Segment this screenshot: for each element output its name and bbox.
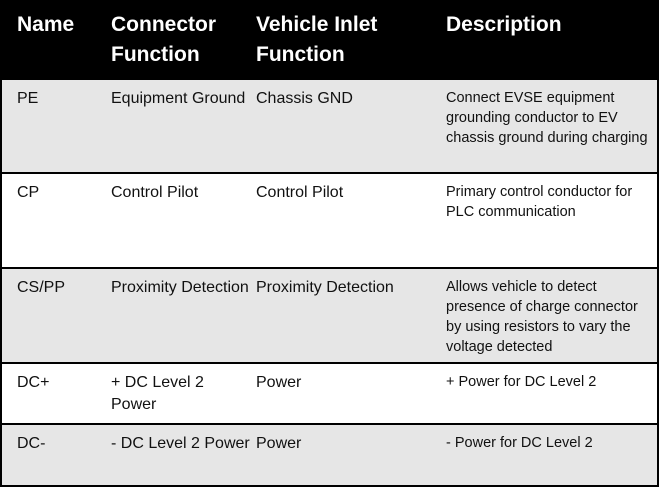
cell-description: Allows vehicle to detect presence of cha… [446, 279, 638, 355]
cell-name: DC+ [17, 374, 50, 391]
cell-name: DC- [17, 435, 46, 452]
cell-name: PE [17, 90, 39, 107]
table-row: CP Control Pilot Control Pilot Primary c… [2, 172, 657, 267]
cell-description: Connect EVSE equipment grounding conduct… [446, 90, 648, 146]
cell-connector-function: - DC Level 2 Power [111, 435, 250, 452]
header-description: Description [446, 13, 562, 36]
cell-vehicle-inlet-function: Power [256, 435, 302, 452]
cell-vehicle-inlet-function: Control Pilot [256, 184, 344, 201]
cell-description: - Power for DC Level 2 [446, 435, 593, 451]
cell-name: CP [17, 184, 40, 201]
cell-description: + Power for DC Level 2 [446, 374, 597, 390]
header-name: Name [17, 13, 75, 36]
cell-vehicle-inlet-function: Chassis GND [256, 90, 353, 107]
cell-connector-function: + DC Level 2 Power [111, 374, 204, 413]
table-header-row: Name Connector Function Vehicle Inlet Fu… [2, 2, 657, 78]
cell-connector-function: Control Pilot [111, 184, 199, 201]
cell-connector-function: Equipment Ground [111, 90, 246, 107]
cell-vehicle-inlet-function: Power [256, 374, 302, 391]
cell-vehicle-inlet-function: Proximity Detection [256, 279, 394, 296]
cell-description: Primary control conductor for PLC commun… [446, 184, 633, 220]
table-row: DC+ + DC Level 2 Power Power + Power for… [2, 362, 657, 423]
header-connector-function: Connector Function [111, 13, 216, 66]
table-row: CS/PP Proximity Detection Proximity Dete… [2, 267, 657, 362]
header-vehicle-inlet-function: Vehicle Inlet Function [256, 13, 378, 66]
cell-connector-function: Proximity Detection [111, 279, 249, 296]
table-row: PE Equipment Ground Chassis GND Connect … [2, 78, 657, 172]
table-row: DC- - DC Level 2 Power Power - Power for… [2, 423, 657, 485]
cell-name: CS/PP [17, 279, 66, 296]
